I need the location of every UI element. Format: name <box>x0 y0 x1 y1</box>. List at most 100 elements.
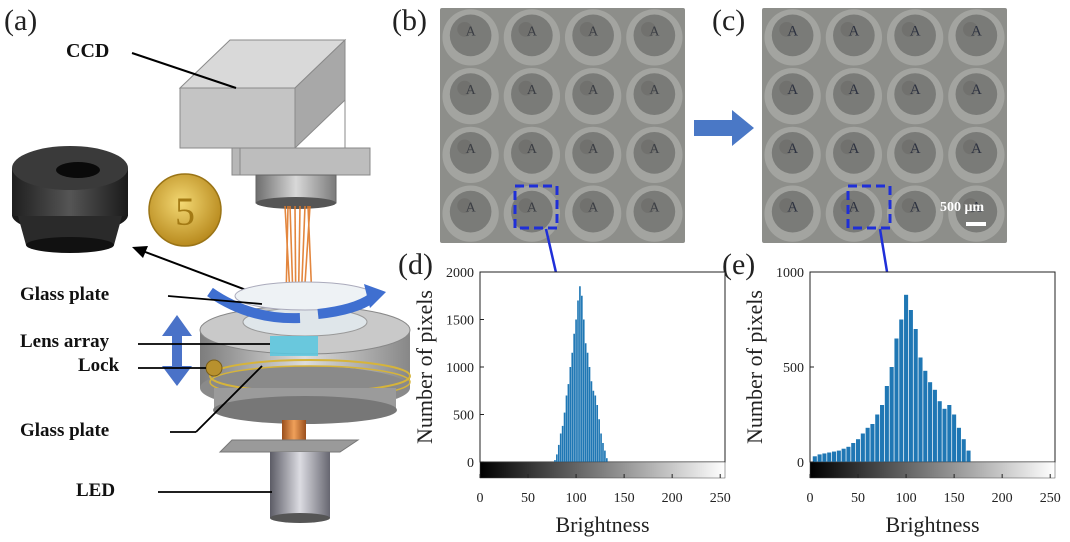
micrograph-b-lens-cell: A <box>442 67 499 125</box>
histogram-e-bar <box>932 389 937 462</box>
micrograph-c-cell-letter: A <box>787 82 798 98</box>
micrograph-b-lens-cell: A <box>442 9 499 66</box>
holder-cap <box>12 146 128 253</box>
histogram-e-xtick-label: 0 <box>807 491 814 506</box>
micrograph-c-lens-cell: A <box>948 67 1005 125</box>
micrograph-b-lens-cell: A <box>503 185 561 242</box>
micrograph-c-lens-cell: A <box>825 126 883 184</box>
histogram-d-xtick-label: 100 <box>566 491 587 506</box>
micrograph-c-cell-letter: A <box>910 23 921 39</box>
histogram-e-bar <box>875 414 880 462</box>
histogram-e-bar <box>913 329 918 462</box>
histogram-e-bar <box>918 357 923 462</box>
micrograph-b-cell-letter: A <box>466 142 477 157</box>
histogram-e-ylabel: Number of pixels <box>742 290 767 444</box>
histogram-e-bar <box>831 451 837 462</box>
rotation-arrow-left <box>207 287 301 324</box>
cap-leader-line <box>139 249 263 297</box>
cap-arrowhead <box>132 246 148 258</box>
micrograph-c-lens-cell: A <box>825 9 883 66</box>
micrograph-c-lens-cell: A <box>764 185 821 242</box>
micrograph-c-cell-letter: A <box>971 141 982 157</box>
histogram-e-bar <box>894 338 899 462</box>
micrograph-b-cell-letter: A <box>527 142 538 157</box>
histogram-e-xtick-label: 250 <box>1040 491 1061 506</box>
micrograph-c-cell-letter: A <box>910 82 921 98</box>
micrograph-c-lens-cell: A <box>886 126 944 184</box>
panel-a-schematic: 5 <box>12 38 411 523</box>
micrograph-c-lens-cell: A <box>825 67 883 125</box>
micrograph-c-cell-letter: A <box>848 141 859 157</box>
histogram-e-bar <box>942 408 947 462</box>
micrograph-b-lens-cell: A <box>442 185 499 242</box>
histogram-e-ytick-label: 500 <box>783 361 804 376</box>
micrograph-b-cell-letter: A <box>649 142 660 157</box>
micrograph-b-lens-cell: A <box>626 126 683 184</box>
histogram-d-bar <box>581 295 583 462</box>
histogram-d-bar <box>567 384 570 462</box>
micrograph-b-cell-letter: A <box>466 201 477 216</box>
led <box>270 452 330 523</box>
histogram-e-bar <box>817 454 822 462</box>
micrograph-c-cell-letter: A <box>910 141 921 157</box>
histogram-d-bar <box>579 286 581 462</box>
histogram-d-bar <box>557 444 560 462</box>
micrograph-c-cell-letter: A <box>848 23 859 39</box>
micrograph-c-cell-letter: A <box>971 23 982 39</box>
histogram-d-bar <box>592 390 595 462</box>
micrograph-c-cell-letter: A <box>787 23 798 39</box>
histogram-e-bar <box>812 456 817 462</box>
micrograph-c-cell-letter: A <box>787 141 798 157</box>
histogram-d-bar <box>586 352 589 462</box>
histogram-e-bar <box>855 439 861 462</box>
selection-box-c <box>846 184 892 230</box>
coin: 5 <box>148 173 222 247</box>
panel-label-c: (c) <box>712 4 746 37</box>
micrograph-b-lens-cell: A <box>503 67 561 125</box>
micrograph-b-cell-letter: A <box>588 83 599 98</box>
micrograph-b-lens-cell: A <box>626 185 683 242</box>
histogram-e-bar <box>865 427 870 462</box>
histogram-e-bar <box>822 453 827 462</box>
micrograph-c-lens-cell: A <box>764 126 821 184</box>
micrograph-c-lens-cell: A <box>948 9 1005 66</box>
histogram-d-xtick-label: 200 <box>662 491 683 506</box>
lens-holder <box>199 305 411 424</box>
histogram-d-bar <box>571 352 574 462</box>
histogram-e-bar <box>889 367 894 462</box>
histogram-e-bar <box>956 427 961 462</box>
scale-bar <box>966 222 986 226</box>
label-lock: Lock <box>78 355 120 376</box>
micrograph-c-cell-letter: A <box>787 200 798 216</box>
histogram-d-xtick-label: 50 <box>521 491 535 506</box>
micrograph-b-cell-letter: A <box>527 24 538 39</box>
micrograph-b-cell-letter: A <box>527 201 538 216</box>
micrograph-b-cell-letter: A <box>649 24 660 39</box>
histogram-d-plot-frame <box>479 271 726 463</box>
micrograph-c-lens-cell: A <box>764 67 821 125</box>
micrograph-c-lens-cell: A <box>764 9 821 66</box>
micrograph-b-cell-letter: A <box>649 201 660 216</box>
micrograph-b-cell-letter: A <box>649 83 660 98</box>
histogram-d-bar <box>606 458 608 462</box>
histogram-e-bar <box>860 433 865 462</box>
histogram-e-bar <box>961 439 966 462</box>
selection-box-b <box>513 184 559 230</box>
micrograph-b-cell-letter: A <box>527 83 538 98</box>
svg-text:5: 5 <box>175 189 195 234</box>
micrograph-c-cell-letter: A <box>910 200 921 216</box>
histogram-e-bar <box>827 452 832 462</box>
histogram-d-bar <box>602 443 604 462</box>
histogram-e-bar <box>880 405 885 462</box>
histogram-e-bar <box>923 370 928 462</box>
histogram-e-xlabel: Brightness <box>885 512 979 537</box>
histogram-d-bar <box>590 381 593 462</box>
micrograph-c-lens-cell: A <box>948 185 1005 242</box>
micrograph-c-cell-letter: A <box>848 200 859 216</box>
histogram-e-bar <box>928 382 933 462</box>
histogram-d-bar <box>554 460 556 462</box>
micrograph-b-lens-cell: A <box>564 9 622 66</box>
histogram-d-bar <box>569 367 572 462</box>
